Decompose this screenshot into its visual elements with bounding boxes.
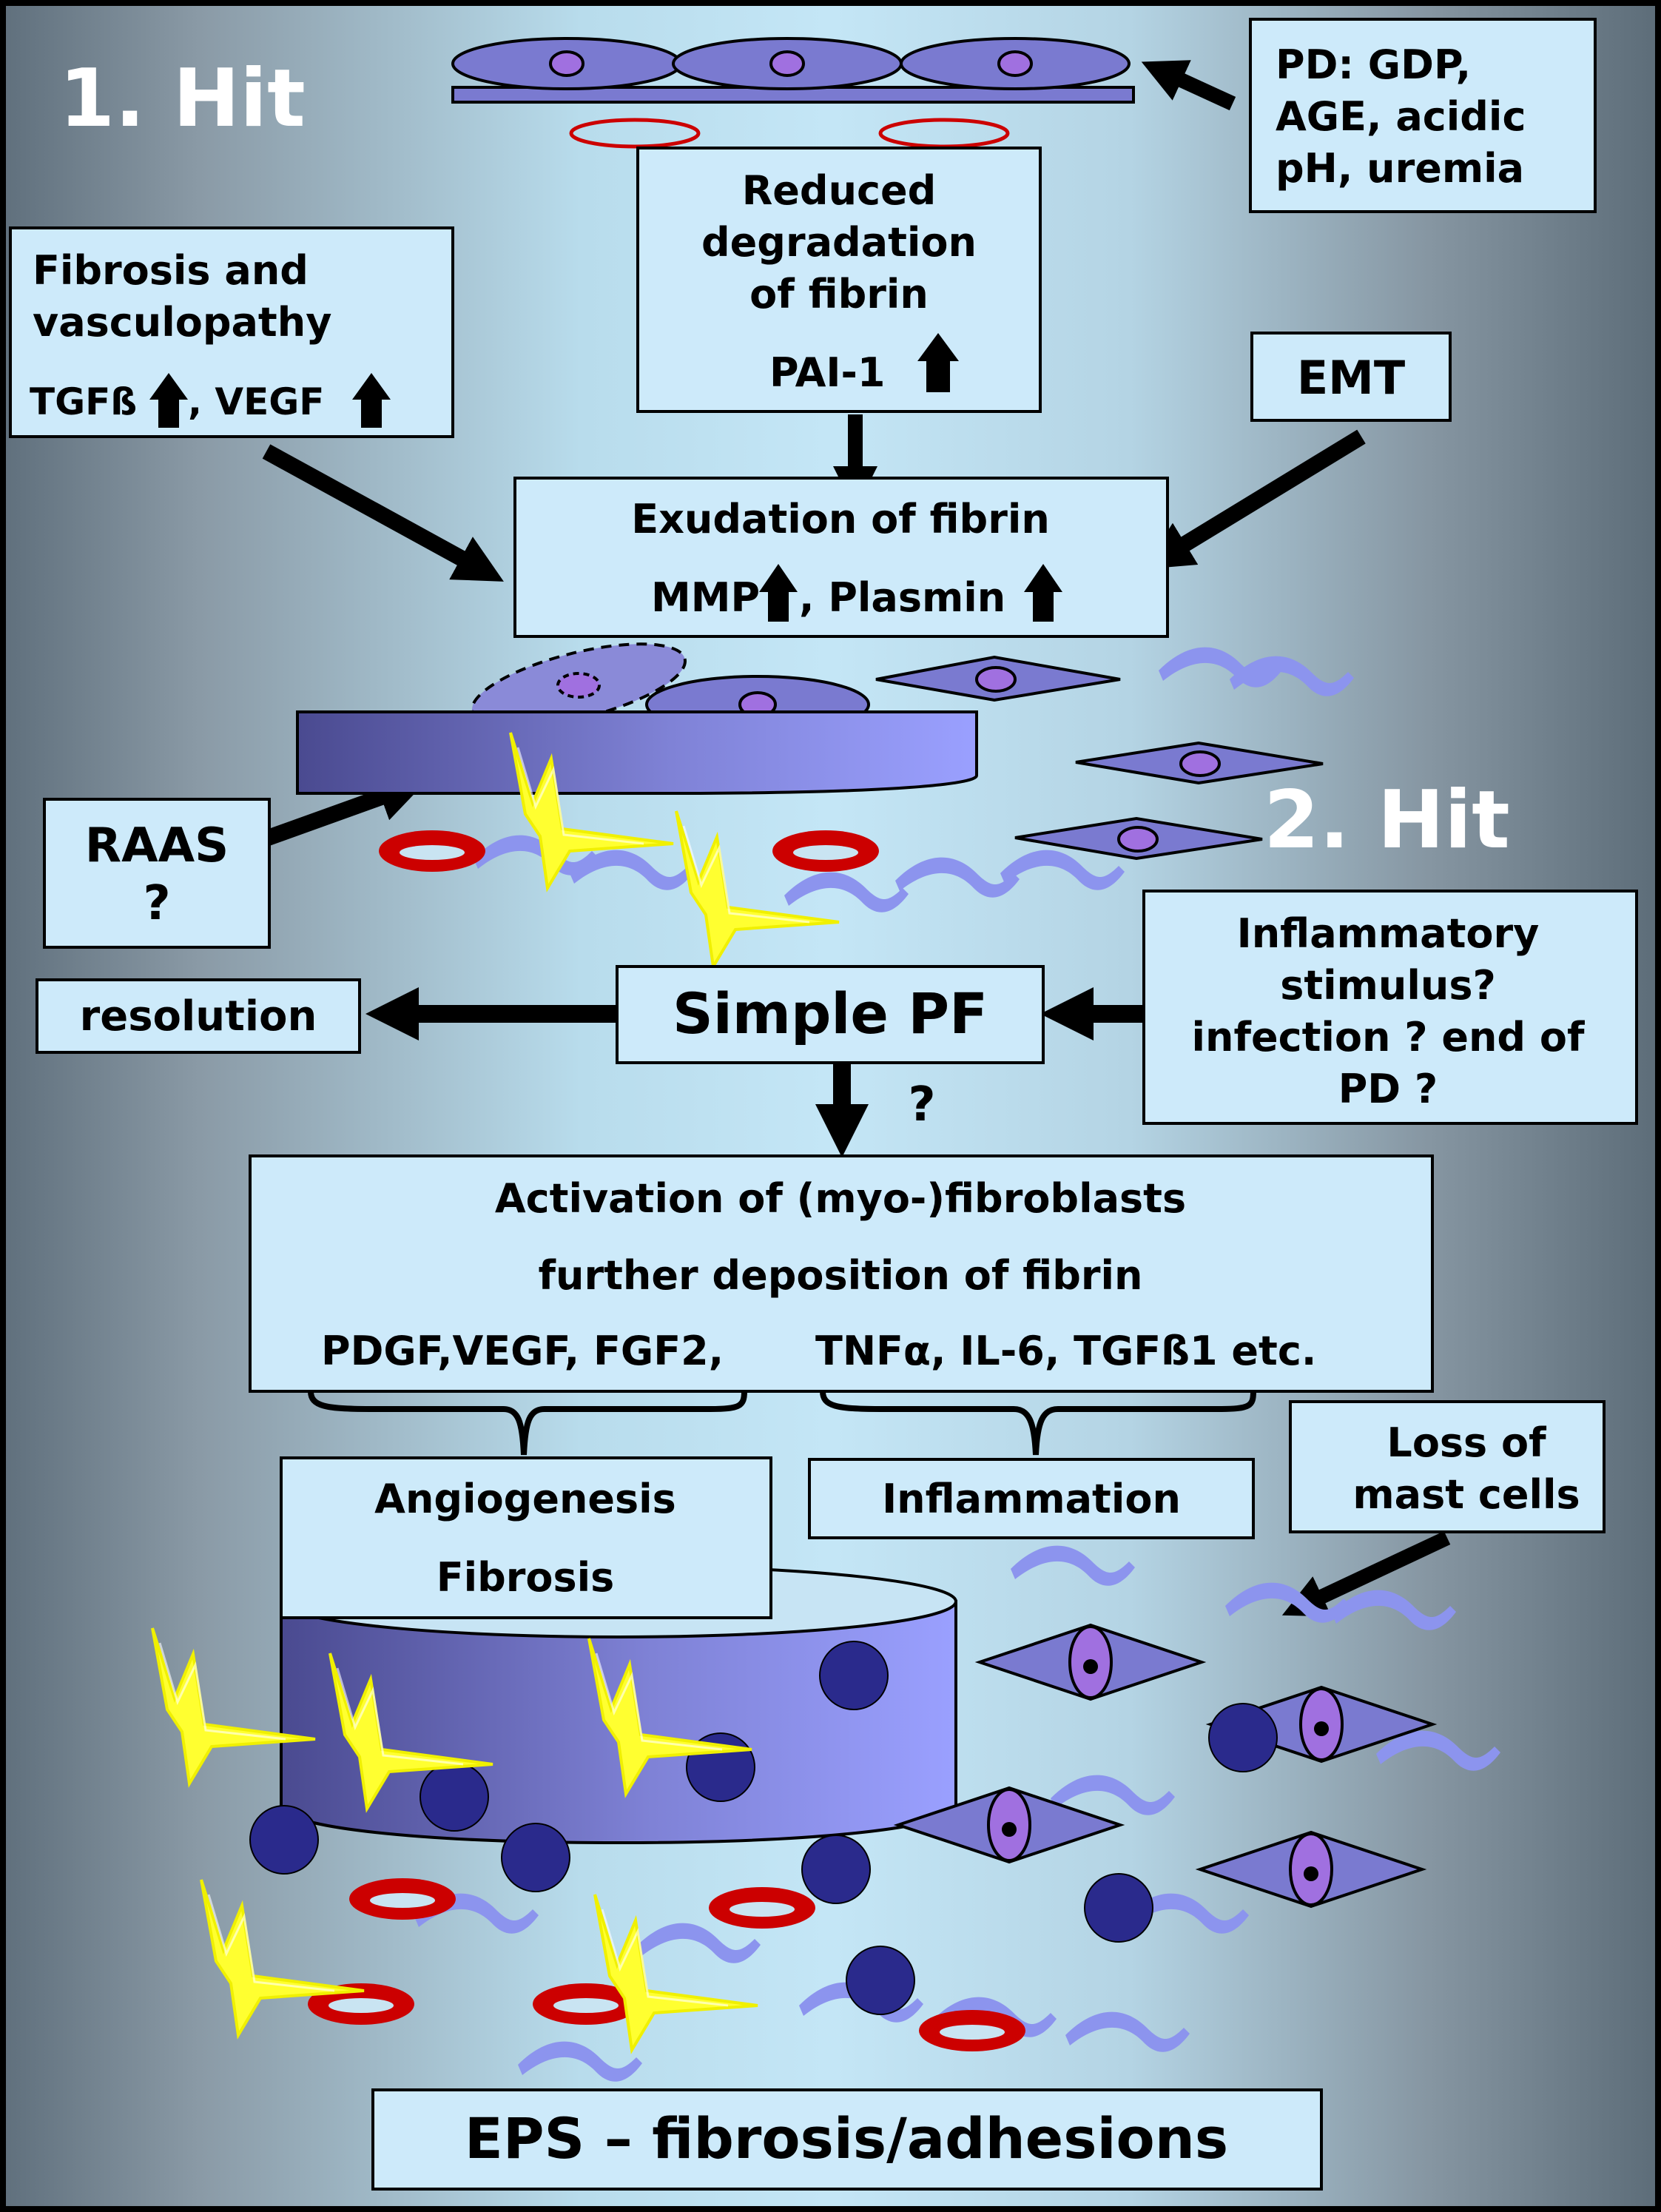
- mast-cell-1: [819, 1641, 889, 1710]
- reduced-degradation-box: Reduced degradation of fibrin PAI-1: [636, 147, 1042, 413]
- reduced-degradation-line-2: degradation: [701, 219, 977, 266]
- emt-box: EMT: [1250, 332, 1452, 422]
- raas-label: RAAS: [85, 818, 229, 873]
- red-blood-cell-7: [919, 2010, 1025, 2051]
- inflammation-box: Inflammation: [808, 1458, 1255, 1539]
- reduced-degradation-line-3: of fibrin: [749, 271, 929, 317]
- eps-label: EPS – fibrosis/adhesions: [465, 2105, 1228, 2171]
- inflammation-label: Inflammation: [882, 1476, 1181, 1522]
- angiogenesis-label: Angiogenesis: [374, 1476, 676, 1522]
- tgfb-label: TGFß: [30, 380, 137, 423]
- exudation-label: Exudation of fibrin: [631, 496, 1050, 542]
- second-hit-label: 2. Hit: [1264, 774, 1510, 867]
- mast-cell-5: [501, 1823, 570, 1892]
- red-blood-cell-2: [772, 830, 879, 872]
- arrows: [249, 60, 1451, 1617]
- mast-cell-9: [846, 1946, 915, 2015]
- reduced-degradation-line-1: Reduced: [742, 167, 937, 214]
- angiogenesis-box: Angiogenesis Fibrosis: [280, 1456, 772, 1619]
- raas-question: ?: [143, 876, 170, 931]
- mast-cells: [249, 1641, 1278, 2015]
- inflammatory-line-4: PD ?: [1338, 1066, 1438, 1112]
- braces: [308, 1391, 1256, 1456]
- exudation-box: Exudation of fibrin MMP , Plasmin: [513, 477, 1169, 638]
- pai1-up-arrow-icon: [917, 333, 959, 392]
- red-blood-cell-3: [349, 1878, 456, 1920]
- plasmin-label: , Plasmin: [799, 574, 1005, 621]
- red-blood-cell-1: [379, 830, 485, 872]
- inflammatory-line-1: Inflammatory: [1237, 910, 1540, 957]
- cytokines-label: TNFα, IL-6, TGFß1 etc.: [815, 1328, 1316, 1374]
- mmp-label: MMP: [651, 574, 760, 621]
- plasmin-up-arrow-icon: [1024, 564, 1062, 622]
- activation-line-1: Activation of (myo-)fibroblasts: [495, 1175, 1186, 1222]
- inflammatory-stimulus-box: Inflammatory stimulus? infection ? end o…: [1142, 890, 1638, 1125]
- fibrosis-vasculopathy-box: Fibrosis and vasculopathy TGFß , VEGF: [9, 226, 454, 438]
- activation-box: Activation of (myo-)fibroblasts further …: [249, 1154, 1434, 1393]
- arrow-fibrosis-to-exudation: [262, 444, 504, 582]
- fibrosis-vasculopathy-line-1: Fibrosis and: [33, 247, 309, 294]
- arrow-mast-cells: [1281, 1530, 1451, 1617]
- peritoneum-middle: [296, 642, 1354, 968]
- pd-factors-line-3: pH, uremia: [1276, 145, 1524, 192]
- brace-right: [820, 1391, 1256, 1456]
- mast-cell-4: [249, 1805, 319, 1875]
- resolution-label: resolution: [80, 992, 317, 1041]
- growth-factors-label: PDGF,VEGF, FGF2,: [321, 1328, 724, 1374]
- tgfb-up-arrow-icon: [149, 373, 188, 428]
- activation-line-2: further deposition of fibrin: [539, 1252, 1143, 1299]
- mast-cells-line-1: Loss of: [1387, 1419, 1546, 1466]
- simple-pf-box: Simple PF: [616, 965, 1045, 1064]
- fibrosis-label: Fibrosis: [437, 1554, 615, 1601]
- arrow-emt-to-exudation: [1143, 429, 1366, 570]
- pai1-label: PAI-1: [769, 349, 886, 396]
- pd-factors-box: PD: GDP, AGE, acidic pH, uremia: [1249, 18, 1597, 213]
- simple-pf-label: Simple PF: [673, 981, 988, 1046]
- raas-box: RAAS ?: [43, 798, 271, 949]
- mmp-up-arrow-icon: [759, 564, 798, 622]
- emt-label: EMT: [1297, 351, 1405, 405]
- brace-left: [308, 1391, 747, 1456]
- arrow-raas-to-peritoneum: [249, 774, 428, 852]
- vegf-up-arrow-icon: [352, 373, 391, 428]
- vegf-label: , VEGF: [188, 380, 324, 423]
- pd-factors-line-1: PD: GDP,: [1276, 41, 1471, 88]
- inflammatory-line-3: infection ? end of: [1192, 1014, 1585, 1060]
- pd-factors-line-2: AGE, acidic: [1276, 93, 1526, 140]
- mast-cells-box: Loss of mast cells: [1289, 1400, 1606, 1533]
- red-blood-cell-4: [709, 1887, 815, 1929]
- resolution-box: resolution: [36, 978, 361, 1054]
- inflammatory-line-2: stimulus?: [1280, 962, 1496, 1009]
- eps-box: EPS – fibrosis/adhesions: [371, 2088, 1323, 2191]
- fibrotic-tissue: [151, 1545, 1500, 2082]
- first-hit-label: 1. Hit: [59, 53, 306, 145]
- mesothelial-layer-top: [451, 37, 1135, 149]
- arrow-pd-to-layer: [1141, 60, 1236, 111]
- mast-cell-6: [801, 1835, 871, 1904]
- fibrosis-vasculopathy-line-2: vasculopathy: [33, 299, 331, 346]
- mast-cell-3: [420, 1762, 489, 1832]
- mast-cells-line-2: mast cells: [1352, 1471, 1580, 1518]
- mast-cell-7: [1208, 1703, 1278, 1772]
- simple-pf-question: ?: [908, 1078, 935, 1132]
- mast-cell-8: [1084, 1873, 1153, 1943]
